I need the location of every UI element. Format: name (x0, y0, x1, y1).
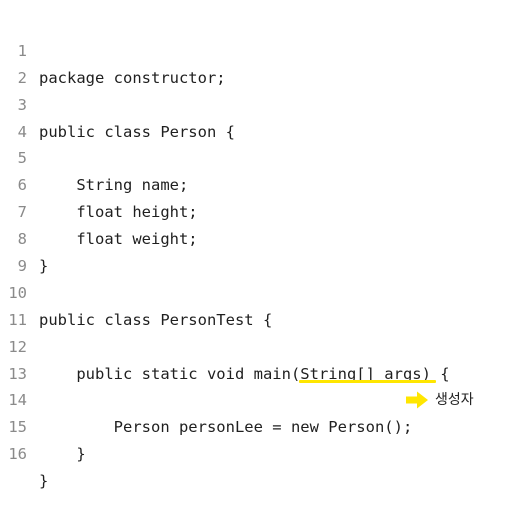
code-line: 15 } (0, 387, 85, 463)
code-block: 1 package constructor; 2 3 public class … (0, 11, 449, 490)
arrow-right-icon (406, 391, 428, 409)
code-line: 1 package constructor; (0, 11, 226, 87)
code-line: 2 (0, 38, 56, 87)
line-number: 16 (8, 445, 27, 464)
line-code: String name; (39, 176, 189, 195)
line-code: public class Person { (39, 122, 235, 141)
line-code: package constructor; (39, 68, 226, 87)
code-line: 6 float height; (0, 145, 198, 221)
line-number: 3 (17, 95, 27, 114)
constructor-annotation: 생성자 (405, 390, 474, 410)
line-number: 10 (8, 283, 27, 302)
line-code: public class PersonTest { (39, 310, 273, 329)
code-line: 3 public class Person { (0, 65, 235, 141)
line-number: 8 (17, 230, 27, 249)
line-code: public static void main(String[] args) { (39, 364, 450, 383)
line-number: 14 (8, 391, 27, 410)
code-viewer: 1 package constructor; 2 3 public class … (0, 11, 474, 491)
line-number: 1 (17, 41, 27, 60)
code-line: 5 String name; (0, 119, 189, 194)
code-line: 10 public class PersonTest { (0, 253, 272, 329)
line-number: 12 (8, 337, 27, 356)
constructor-highlight-underline (299, 380, 436, 383)
code-line: 4 (0, 92, 56, 141)
code-line: 12 public static void main(String[] args… (0, 307, 449, 383)
code-line: 7 float weight; (0, 172, 198, 248)
line-number: 15 (8, 418, 27, 437)
line-code: float height; (39, 203, 198, 222)
line-code: } (39, 257, 49, 276)
line-number: 11 (8, 310, 27, 329)
line-number: 7 (17, 203, 27, 222)
line-number: 4 (17, 122, 27, 141)
code-line: 13 (0, 334, 56, 383)
constructor-label: 생성자 (435, 392, 474, 408)
line-number: 9 (17, 257, 27, 276)
code-line: 11 (0, 280, 56, 329)
line-code: } (39, 472, 49, 491)
line-number: 2 (17, 68, 27, 87)
code-line: 14 Person personLee = new Person(); (0, 361, 412, 436)
code-line: 16 } (0, 414, 56, 490)
line-number: 13 (8, 364, 27, 383)
code-line: 9 (0, 226, 56, 275)
code-line: 8 } (0, 199, 56, 275)
line-code: float weight; (39, 230, 198, 249)
line-code: Person personLee = new Person(); (39, 418, 413, 437)
line-number: 6 (17, 176, 27, 195)
line-number: 5 (17, 149, 27, 168)
